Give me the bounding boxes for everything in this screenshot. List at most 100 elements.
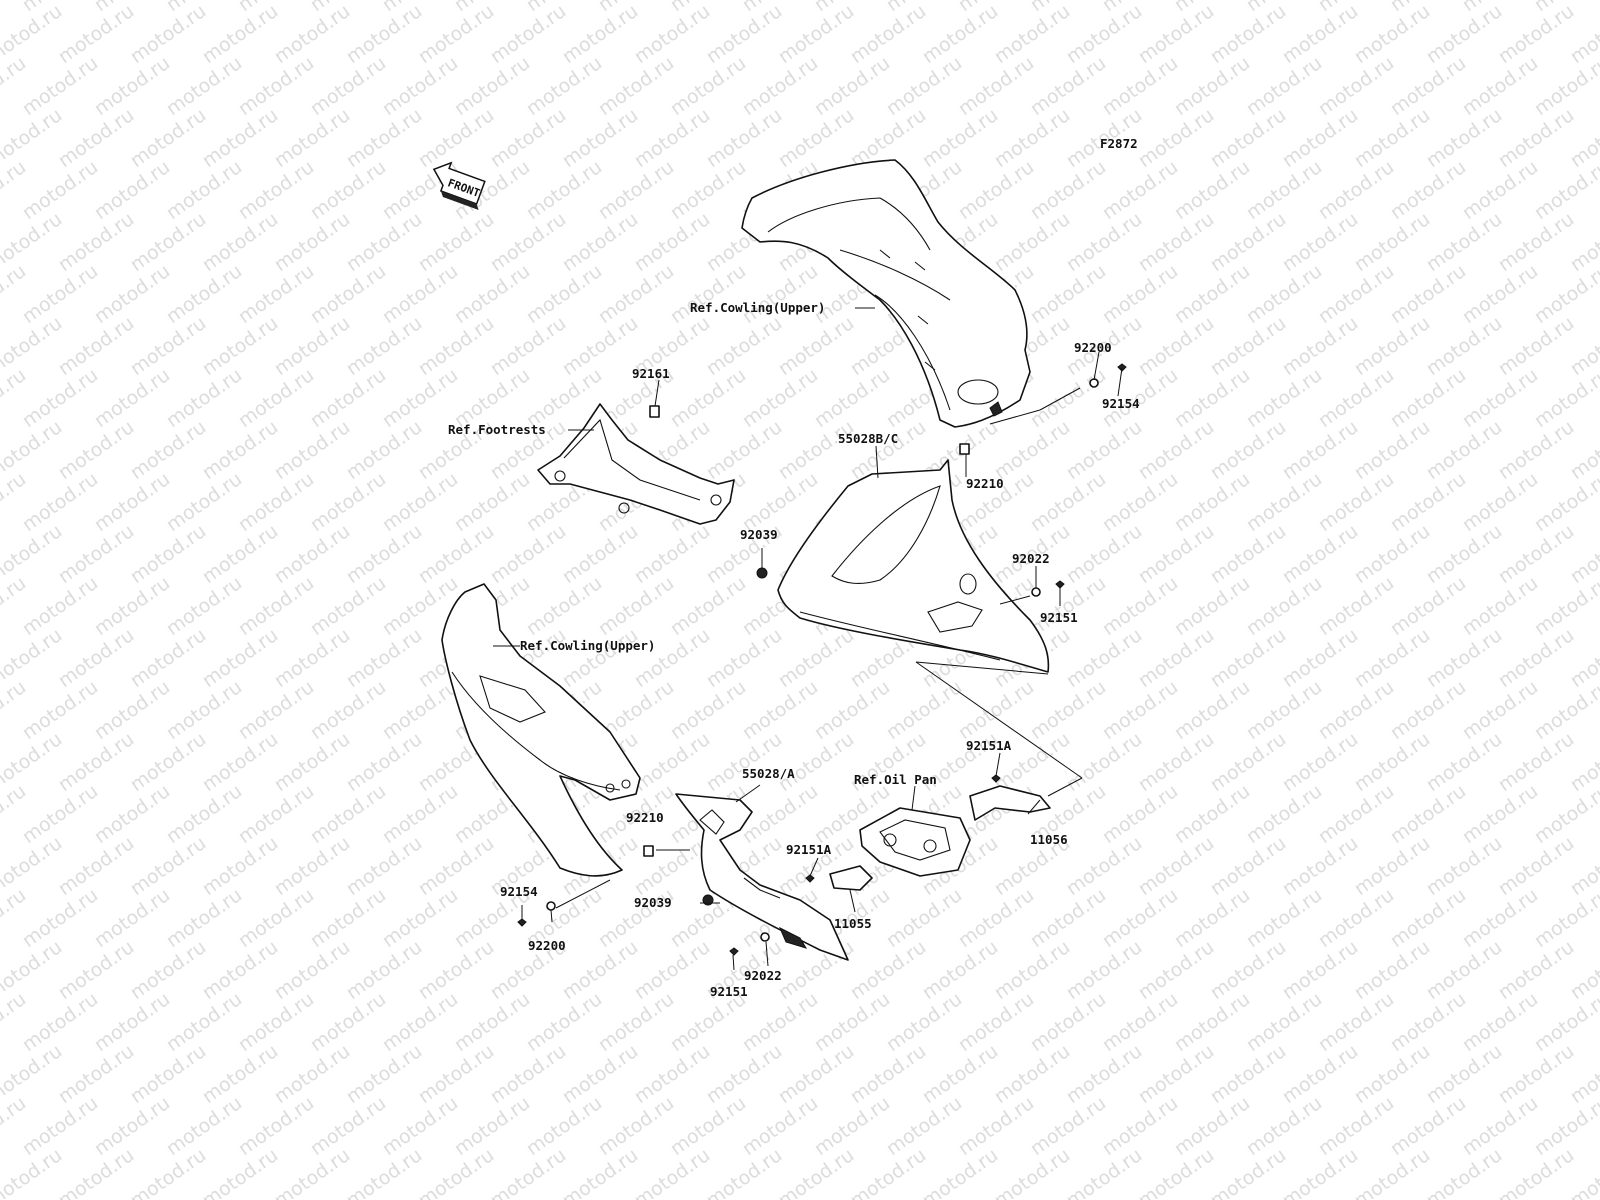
label-92161: 92161 (632, 366, 670, 381)
watermark-text: motod.ru (1422, 416, 1506, 484)
watermark-text: motod.ru (162, 468, 246, 536)
watermark-text: motod.ru (54, 1040, 138, 1108)
watermark-text: motod.ru (54, 312, 138, 380)
watermark-text: motod.ru (666, 260, 750, 328)
fasteners (517, 363, 1127, 956)
watermark-text: motod.ru (1134, 1040, 1218, 1108)
watermark-text: motod.ru (18, 52, 102, 120)
watermark-text: motod.ru (54, 416, 138, 484)
watermark-text: motod.ru (306, 364, 390, 432)
screw-92151-icon (1055, 580, 1065, 589)
watermark-text: motod.ru (378, 988, 462, 1056)
watermark-text: motod.ru (522, 156, 606, 224)
watermark-text: motod.ru (1134, 624, 1218, 692)
collar-92210-icon (959, 443, 970, 455)
label-92022-bottom: 92022 (744, 968, 782, 983)
watermark-text: motod.ru (342, 1144, 426, 1200)
watermark-text: motod.ru (198, 728, 282, 796)
watermark-text: motod.ru (846, 0, 930, 68)
label-11055: 11055 (834, 916, 872, 931)
watermark-text: motod.ru (126, 0, 210, 68)
watermark-text: motod.ru (54, 0, 138, 68)
watermark-text: motod.ru (126, 312, 210, 380)
watermark-text: motod.ru (486, 104, 570, 172)
watermark-text: motod.ru (162, 156, 246, 224)
watermark-text: motod.ru (126, 624, 210, 692)
watermark-text: motod.ru (1350, 832, 1434, 900)
lower-cowling-left-drawing (675, 793, 849, 961)
watermark-text: motod.ru (990, 0, 1074, 68)
watermark-text: motod.ru (918, 1144, 1002, 1200)
watermark-text: motod.ru (594, 1092, 678, 1160)
watermark-text: motod.ru (90, 676, 174, 744)
watermark-text: motod.ru (918, 0, 1002, 68)
washer-92022-icon (1031, 587, 1041, 597)
front-arrow-icon: FRONT (432, 161, 486, 211)
watermark-text: motod.ru (702, 1040, 786, 1108)
watermark-text: motod.ru (270, 832, 354, 900)
watermark-text: motod.ru (162, 364, 246, 432)
watermark-text: motod.ru (1134, 416, 1218, 484)
watermark-text: motod.ru (162, 52, 246, 120)
watermark-text: motod.ru (342, 624, 426, 692)
watermark-text: motod.ru (1278, 0, 1362, 68)
watermark-text: motod.ru (54, 832, 138, 900)
watermark-text: motod.ru (198, 936, 282, 1004)
watermark-text: motod.ru (1206, 416, 1290, 484)
watermark-text: motod.ru (198, 104, 282, 172)
watermark-text: motod.ru (1494, 520, 1578, 588)
watermark-text: motod.ru (1206, 832, 1290, 900)
watermark-text: motod.ru (1098, 260, 1182, 328)
watermark-text: motod.ru (738, 364, 822, 432)
label-ref-oil-pan: Ref.Oil Pan (854, 772, 937, 787)
watermark-text: motod.ru (1494, 1040, 1578, 1108)
watermark-text: motod.ru (1278, 936, 1362, 1004)
watermark-text: motod.ru (810, 676, 894, 744)
watermark-text: motod.ru (1062, 520, 1146, 588)
watermark-text: motod.ru (1386, 676, 1470, 744)
watermark-text: motod.ru (1206, 104, 1290, 172)
watermark-text: motod.ru (558, 104, 642, 172)
label-ref-cowling-upper-top: Ref.Cowling(Upper) (690, 300, 825, 315)
watermark-text: motod.ru (1098, 1092, 1182, 1160)
watermark-text: motod.ru (198, 520, 282, 588)
watermark-text: motod.ru (90, 988, 174, 1056)
watermark-text: motod.ru (54, 728, 138, 796)
footrests-drawing (537, 403, 735, 525)
watermark-text: motod.ru (1098, 988, 1182, 1056)
watermark-text: motod.ru (810, 1092, 894, 1160)
watermark-text: motod.ru (774, 0, 858, 68)
watermark-text: motod.ru (342, 208, 426, 276)
watermark-text: motod.ru (162, 676, 246, 744)
watermark-text: motod.ru (1278, 1144, 1362, 1200)
watermark-text: motod.ru (1242, 468, 1326, 536)
watermark-text: motod.ru (1350, 1144, 1434, 1200)
figure-code: F2872 (1100, 136, 1138, 151)
watermark-text: motod.ru (1170, 676, 1254, 744)
watermark-text: motod.ru (1134, 520, 1218, 588)
watermark-text: motod.ru (126, 208, 210, 276)
watermark-text: motod.ru (1098, 676, 1182, 744)
watermark-text: motod.ru (342, 312, 426, 380)
washer-92200b-icon (546, 901, 556, 911)
watermark-text: motod.ru (1422, 312, 1506, 380)
label-92210-top: 92210 (966, 476, 1004, 491)
watermark-text: motod.ru (1386, 884, 1470, 952)
watermark-text: motod.ru (1494, 312, 1578, 380)
watermark-text: motod.ru (126, 520, 210, 588)
clip-92161-icon (649, 405, 660, 418)
label-92200-bottom: 92200 (528, 938, 566, 953)
watermark-text: motod.ru (630, 208, 714, 276)
watermark-text: motod.ru (558, 520, 642, 588)
watermark-text: motod.ru (846, 936, 930, 1004)
watermark-text: motod.ru (270, 728, 354, 796)
watermark-text: motod.ru (1458, 572, 1542, 640)
watermark-text: motod.ru (90, 156, 174, 224)
watermark-text: motod.ru (378, 1092, 462, 1160)
watermark-text: motod.ru (486, 0, 570, 68)
watermark-text: motod.ru (1026, 260, 1110, 328)
watermark-text: motod.ru (1206, 208, 1290, 276)
watermark-text: motod.ru (162, 260, 246, 328)
watermark-text: motod.ru (738, 988, 822, 1056)
watermark-text: motod.ru (1314, 676, 1398, 744)
